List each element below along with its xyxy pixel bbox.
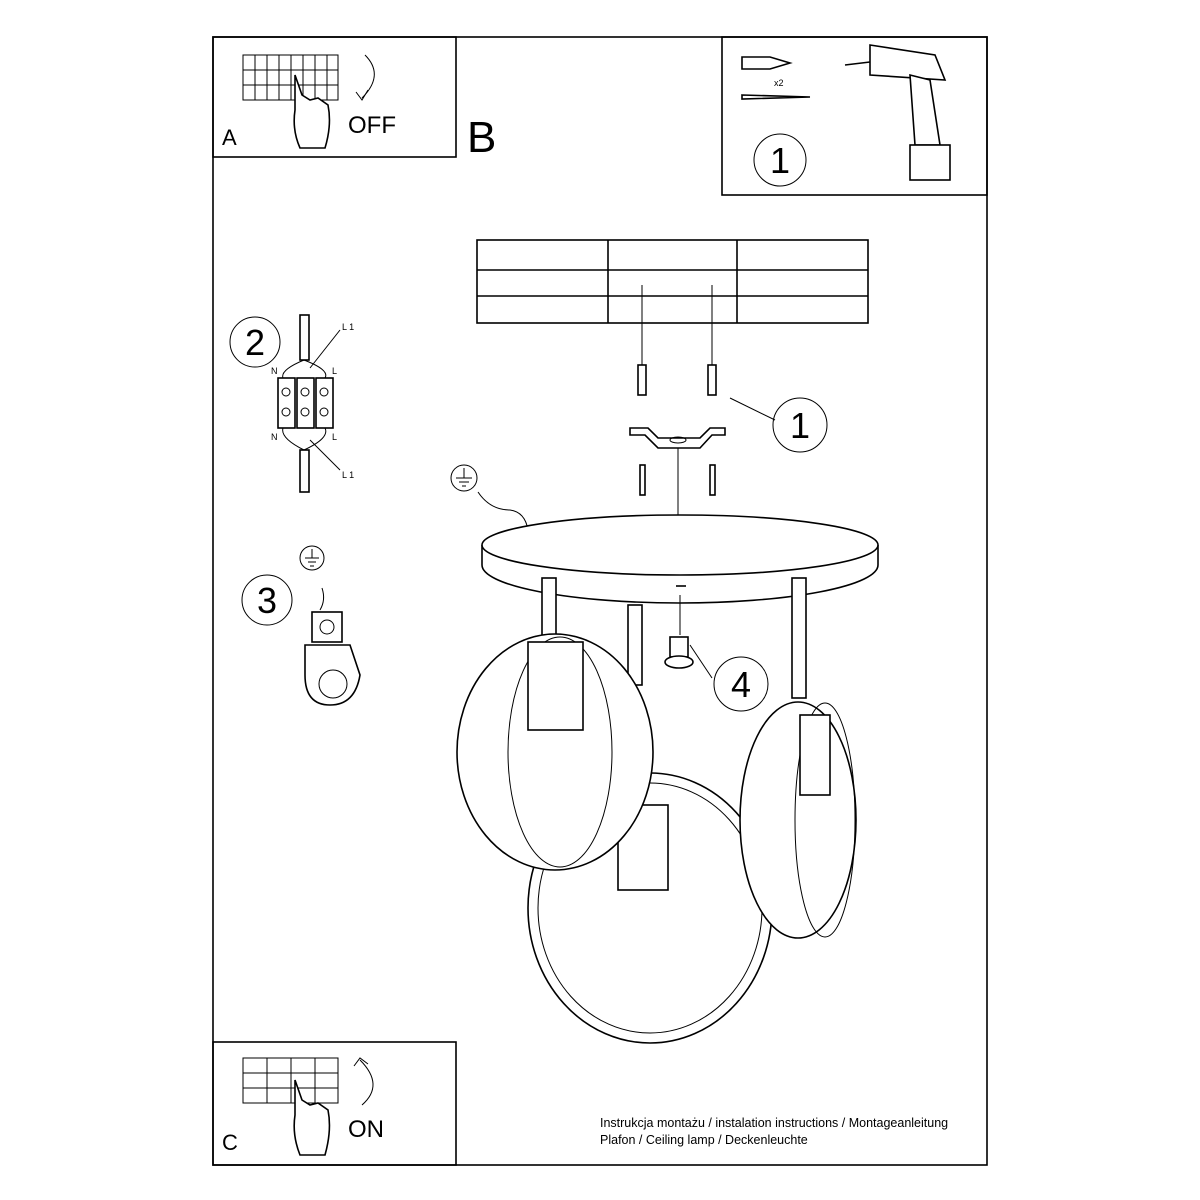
drill-icon bbox=[844, 44, 951, 181]
step-4-badge: 4 bbox=[731, 664, 751, 705]
ceiling-block bbox=[476, 239, 869, 324]
wall-plug-icon bbox=[637, 364, 647, 396]
l1-top-label: L 1 bbox=[342, 322, 354, 332]
screw-icon bbox=[709, 464, 716, 496]
lamp-shade-right bbox=[739, 701, 857, 939]
mounting-bracket bbox=[629, 427, 726, 449]
panel-b-letter: B bbox=[467, 113, 496, 162]
n-top-label: N bbox=[271, 366, 278, 376]
step-2-badge: 2 bbox=[245, 322, 265, 363]
panel-a-power-off: A OFF bbox=[212, 36, 457, 158]
set-screw-icon bbox=[669, 636, 689, 658]
arrow-down-icon bbox=[361, 54, 375, 99]
step-1-badge-tools: 1 bbox=[770, 140, 790, 181]
panel-c-letter: C bbox=[222, 1130, 238, 1155]
lamp-arm bbox=[791, 577, 807, 699]
off-label: OFF bbox=[348, 112, 396, 139]
mounting-hardware: 1 bbox=[629, 285, 828, 515]
lamp-arm bbox=[627, 604, 643, 686]
arrow-up-icon bbox=[359, 1059, 374, 1106]
panel-c-power-on: C ON bbox=[212, 1041, 457, 1166]
breaker-panel-icon bbox=[242, 1057, 339, 1104]
screw-icon bbox=[639, 464, 646, 496]
ground-icon bbox=[299, 545, 325, 571]
on-label: ON bbox=[348, 1116, 384, 1143]
wiring-connector: 2 L 1 L 1 N N L L bbox=[229, 314, 354, 493]
n-bottom-label: N bbox=[271, 432, 278, 442]
breaker-panel-icon bbox=[242, 54, 339, 101]
outer-frame bbox=[212, 36, 988, 1166]
screw-icon bbox=[741, 94, 811, 100]
panel-a-letter: A bbox=[222, 125, 237, 150]
lamp-shade-left bbox=[456, 633, 654, 871]
wall-plug-icon bbox=[707, 364, 717, 396]
l-bottom-label: L bbox=[332, 432, 337, 442]
ground-terminal: 3 bbox=[241, 545, 361, 706]
footer-subtitle: Plafon / Ceiling lamp / Deckenleuchte bbox=[600, 1133, 808, 1147]
l1-bottom-label: L 1 bbox=[342, 470, 354, 480]
quantity-label: x2 bbox=[774, 78, 784, 88]
panel-tools: x2 1 bbox=[721, 36, 988, 196]
wall-plug-icon bbox=[741, 56, 793, 70]
footer-title: Instrukcja montażu / instalation instruc… bbox=[600, 1116, 948, 1130]
step-1-badge: 1 bbox=[790, 405, 810, 446]
ground-icon bbox=[450, 464, 478, 492]
hand-icon bbox=[293, 74, 331, 149]
hand-icon bbox=[293, 1079, 331, 1156]
l-top-label: L bbox=[332, 366, 337, 376]
step-3-badge: 3 bbox=[257, 580, 277, 621]
